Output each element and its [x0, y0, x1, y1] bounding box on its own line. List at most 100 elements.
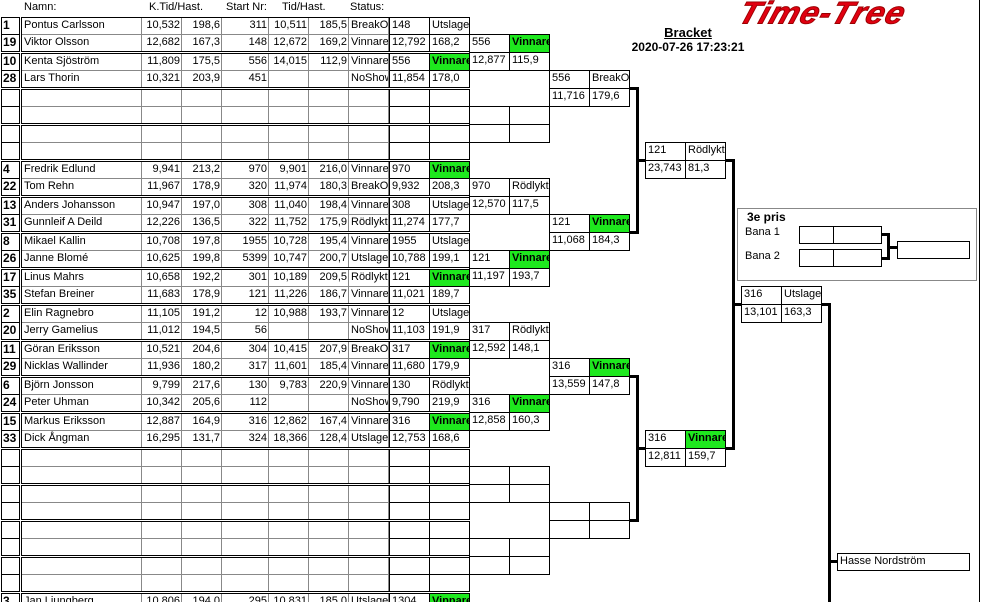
player-name-cell[interactable]: Anders Johansson — [21, 197, 143, 215]
bracket-connector-line — [887, 246, 897, 249]
result-time: 11,021 — [389, 286, 430, 304]
time-cell: 18,366 — [268, 430, 310, 448]
player-name-cell[interactable] — [21, 574, 143, 592]
result-status: Utslagen — [429, 233, 470, 251]
time-cell: 11,040 — [268, 197, 310, 215]
round-4-time: 12,811 — [645, 448, 686, 467]
seed-number — [1, 142, 20, 160]
result-time — [389, 142, 430, 160]
qual-time-cell: 10,321 — [141, 70, 183, 88]
result-speed — [429, 106, 470, 124]
result-start-number: 316 — [389, 413, 430, 431]
player-name-cell[interactable]: Jan Ljungberg — [21, 593, 143, 602]
player-name-cell[interactable] — [21, 449, 143, 467]
start-number-cell — [221, 502, 270, 520]
qual-speed-cell — [181, 538, 223, 556]
speed-cell — [308, 557, 350, 575]
time-cell: 12,862 — [268, 413, 310, 431]
player-name-cell[interactable]: Björn Jonsson — [21, 377, 143, 395]
round-2-speed — [509, 124, 550, 143]
result-start-number — [389, 521, 430, 539]
round-3-status: Vinnare — [589, 358, 630, 377]
time-cell: 9,783 — [268, 377, 310, 395]
round-3-speed: 147,8 — [589, 376, 630, 395]
player-name-cell[interactable] — [21, 106, 143, 124]
seed-number: 31 — [1, 214, 20, 232]
result-start-number — [389, 557, 430, 575]
start-number-cell: 5399 — [221, 250, 270, 268]
player-name-cell[interactable]: Göran Eriksson — [21, 341, 143, 359]
player-name-cell[interactable]: Pontus Carlsson — [21, 17, 143, 35]
time-cell: 14,015 — [268, 53, 310, 71]
bracket-connector-line — [636, 159, 645, 162]
player-name-cell[interactable] — [21, 466, 143, 484]
player-name-cell[interactable]: Jerry Gamelius — [21, 322, 143, 340]
result-status — [429, 89, 470, 107]
round-3-start-number: 121 — [549, 214, 590, 233]
player-name-cell[interactable]: Linus Mahrs — [21, 269, 143, 287]
start-number-cell — [221, 106, 270, 124]
time-cell — [268, 70, 310, 88]
start-number-cell: 322 — [221, 214, 270, 232]
round-3-status — [589, 502, 630, 521]
player-name-cell[interactable] — [21, 485, 143, 503]
status-cell — [348, 125, 389, 143]
start-number-cell — [221, 538, 270, 556]
player-name-cell[interactable]: Tom Rehn — [21, 178, 143, 196]
result-speed — [429, 142, 470, 160]
qual-time-cell — [141, 502, 183, 520]
player-name-cell[interactable]: Mikael Kallin — [21, 233, 143, 251]
player-name-cell[interactable]: Elin Ragnebro — [21, 305, 143, 323]
qual-time-cell: 10,532 — [141, 17, 183, 35]
qual-speed-cell: 131,7 — [181, 430, 223, 448]
player-name-cell[interactable] — [21, 557, 143, 575]
result-status — [429, 521, 470, 539]
qual-speed-cell: 217,6 — [181, 377, 223, 395]
bracket-connector-line — [636, 447, 645, 450]
time-cell — [268, 142, 310, 160]
speed-cell — [308, 574, 350, 592]
player-name-cell[interactable] — [21, 502, 143, 520]
status-cell — [348, 89, 389, 107]
player-name-cell[interactable] — [21, 521, 143, 539]
player-name-cell[interactable] — [21, 89, 143, 107]
start-number-cell: 308 — [221, 197, 270, 215]
player-name-cell[interactable]: Janne Blomé — [21, 250, 143, 268]
result-speed: 179,9 — [429, 358, 470, 376]
speed-cell — [308, 538, 350, 556]
player-name-cell[interactable]: Dick Ångman — [21, 430, 143, 448]
player-name-cell[interactable]: Gunnleif A Deild — [21, 214, 143, 232]
result-start-number: 121 — [389, 269, 430, 287]
seed-number: 26 — [1, 250, 20, 268]
player-name-cell[interactable]: Markus Eriksson — [21, 413, 143, 431]
player-name-cell[interactable]: Fredrik Edlund — [21, 161, 143, 179]
player-name-cell[interactable]: Nicklas Wallinder — [21, 358, 143, 376]
result-time — [389, 502, 430, 520]
result-status: Vinnare — [429, 593, 470, 602]
player-name-cell[interactable]: Stefan Breiner — [21, 286, 143, 304]
start-number-cell: 304 — [221, 341, 270, 359]
player-name-cell[interactable]: Peter Uhman — [21, 394, 143, 412]
result-speed: 168,2 — [429, 34, 470, 52]
bracket-connector-line — [629, 519, 638, 522]
player-name-cell[interactable]: Lars Thorin — [21, 70, 143, 88]
result-time — [389, 106, 430, 124]
player-name-cell[interactable] — [21, 538, 143, 556]
status-cell: Vinnare — [348, 53, 389, 71]
round-2-speed: 115,9 — [509, 52, 550, 71]
start-number-cell: 112 — [221, 394, 270, 412]
speed-cell: 198,4 — [308, 197, 350, 215]
status-cell: Vinnare — [348, 161, 389, 179]
time-cell: 10,415 — [268, 341, 310, 359]
player-name-cell[interactable] — [21, 142, 143, 160]
time-cell: 11,974 — [268, 178, 310, 196]
player-name-cell[interactable] — [21, 125, 143, 143]
round-3-time — [549, 520, 590, 539]
result-time — [389, 466, 430, 484]
round-2-status: Rödlykta — [509, 322, 550, 341]
final-winner-box: Hasse Nordström — [837, 553, 970, 571]
player-name-cell[interactable]: Kenta Sjöström — [21, 53, 143, 71]
column-header-ktid: K.Tid/Hast. — [149, 1, 203, 13]
player-name-cell[interactable]: Viktor Olsson — [21, 34, 143, 52]
result-time — [389, 538, 430, 556]
